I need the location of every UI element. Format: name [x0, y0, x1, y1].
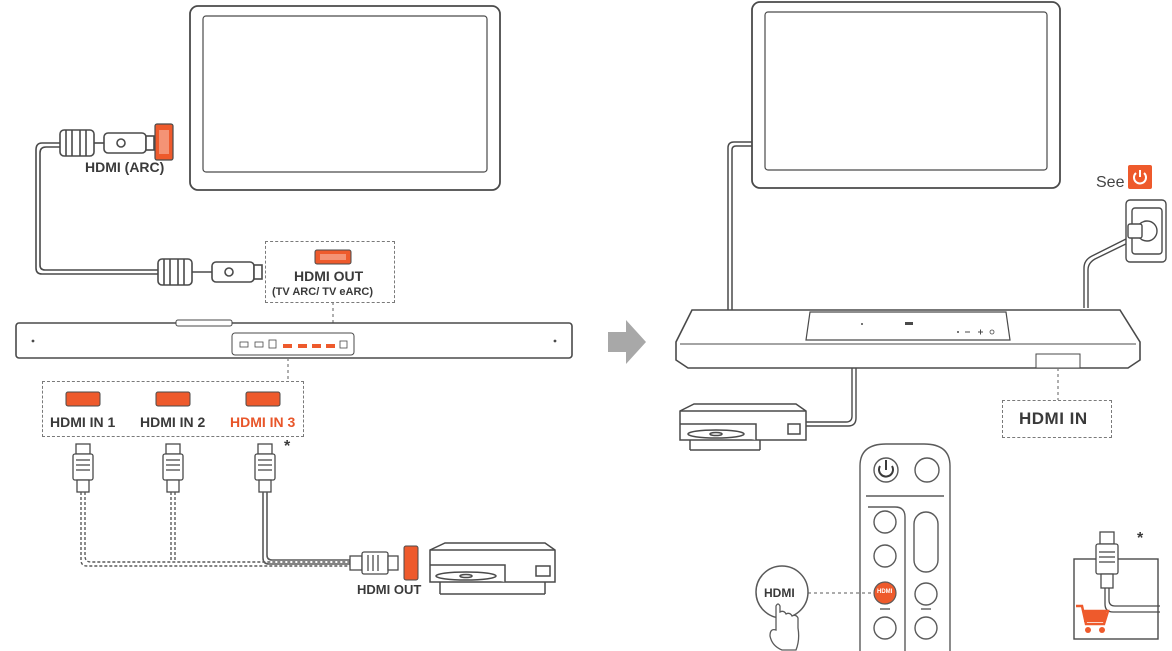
source-device-right	[679, 403, 807, 451]
hdmi-in-2-label: HDMI IN 2	[140, 414, 206, 430]
power-icon	[1128, 165, 1152, 189]
tv-right	[751, 1, 1061, 189]
source-device-left	[429, 542, 556, 595]
remote-power-icon	[878, 460, 894, 478]
hdmi-out-port-icon	[314, 249, 352, 265]
see-text: See	[1096, 174, 1125, 191]
soundbar-hdmi-in-label: HDMI IN	[1019, 409, 1088, 428]
source-hdmi-out-port-icon	[403, 545, 419, 581]
power-cable	[1083, 235, 1135, 308]
source-cable-right	[806, 368, 857, 427]
wall-socket-icon	[1125, 199, 1167, 263]
soundbar-right	[675, 309, 1141, 369]
hdmi-in-1-label: HDMI IN 1	[50, 414, 116, 430]
arrow-right-icon	[608, 320, 646, 364]
tv-soundbar-cable	[727, 141, 752, 310]
remote-control	[859, 443, 951, 651]
tv-hdmi-arc-label: HDMI (ARC)	[85, 159, 165, 175]
hdmi-cable-purchase-inset	[1073, 531, 1160, 640]
hdmi-plugs	[72, 443, 276, 493]
shopping-cart-icon	[1076, 604, 1110, 633]
hdmi-out-callout-box	[265, 241, 395, 303]
tv-left	[189, 5, 501, 191]
remote-hdmi-button	[873, 581, 897, 605]
soundbar-hdmi-in-callout-box	[1002, 400, 1112, 438]
asterisk-right: *	[1137, 530, 1144, 547]
soundbar-hdmi-out-label: HDMI OUT	[294, 268, 364, 284]
source-hdmi-plug	[349, 551, 399, 575]
remote-hdmi-button-label: HDMI	[877, 589, 893, 595]
hdmi-arc-cable	[35, 129, 263, 286]
asterisk-left: *	[284, 438, 291, 455]
hdmi-in-callout-box	[42, 381, 304, 437]
remote-callout-hdmi-label: HDMI	[764, 586, 795, 600]
hdmi-arc-port-icon	[154, 123, 174, 161]
hdmi-cables	[80, 492, 350, 567]
source-hdmi-out-label: HDMI OUT	[357, 582, 422, 597]
soundbar-left	[15, 319, 573, 359]
finger-press-callout	[755, 565, 809, 651]
hdmi-in-port-icons	[65, 391, 281, 407]
hdmi-in-3-label: HDMI IN 3	[230, 414, 296, 430]
soundbar-hdmi-out-sublabel: (TV ARC/ TV eARC)	[272, 286, 374, 298]
